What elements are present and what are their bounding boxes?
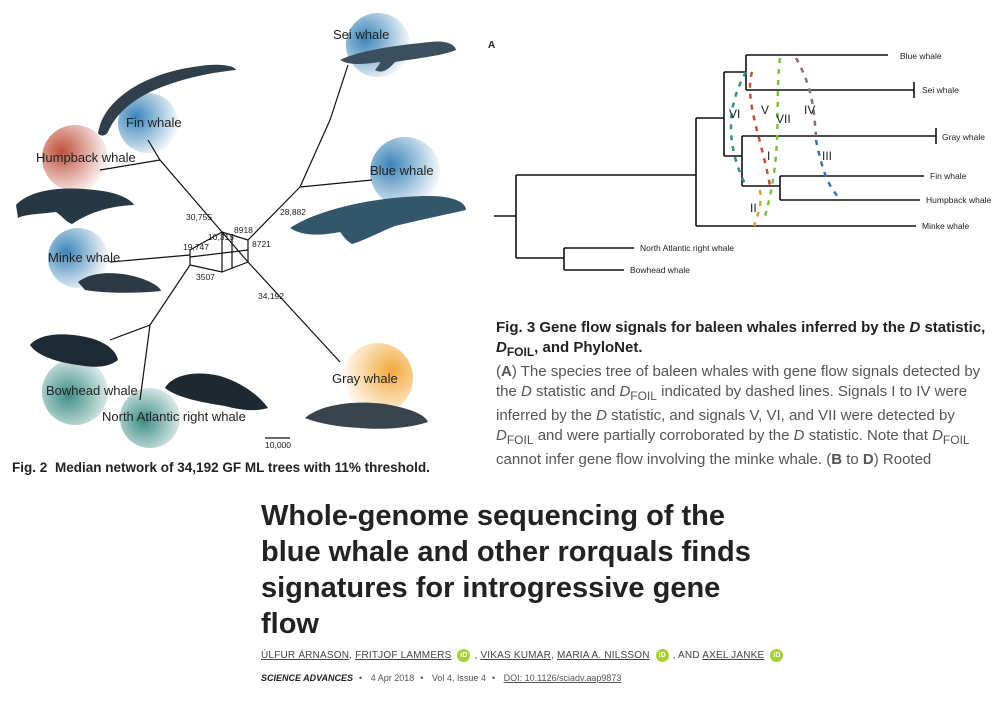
author-link[interactable]: FRITJOF LAMMERS [355,650,452,662]
blue-circle [370,137,440,207]
edge-label: 28,882 [280,207,306,217]
taxon-label: Bowhead whale [630,265,690,275]
taxon-label: Sei whale [922,85,959,95]
whale-silhouettes [16,41,466,429]
signal-VI-label: VI [729,107,740,121]
taxon-label: Gray whale [942,132,985,142]
bowhead-whale-image [30,334,118,367]
tree-branches [494,54,937,271]
sei-label: Sei whale [333,27,389,42]
humpback-label: Humpback whale [36,150,136,165]
taxon-label: Blue whale [900,51,942,61]
article-title[interactable]: Whole-genome sequencing of the blue whal… [261,500,751,640]
signal-VI-line [729,71,748,187]
gray-circle [343,343,413,413]
minke-whale-image [78,273,161,293]
minke-label: Minke whale [48,250,120,265]
doi-link[interactable]: DOI: 10.1126/sciadv.aap9873 [503,673,622,683]
author-link[interactable]: MARIA A. NILSSON [556,650,650,662]
edge-label: 34,192 [258,291,284,301]
signal-V-line [748,71,772,187]
signal-VII-line [762,57,782,221]
edge-label: 8721 [252,239,271,249]
edge-label: 30,755 [186,212,212,222]
narw-circle [120,388,180,448]
volume-issue: Vol 4, Issue 4 [431,673,486,683]
network-edges [99,64,373,439]
orcid-icon[interactable]: iD [655,649,669,662]
author-link[interactable]: VIKAS KUMAR [480,650,551,662]
figure-2-network: Sei whale Fin whale Humpback whale Blue … [16,13,466,450]
blue-whale-image [290,196,466,244]
orcid-icon[interactable]: iD [770,649,784,662]
figure-3-number: Fig. 3 [496,319,536,336]
narw-whale-image [165,373,268,411]
signal-VII-label: VII [776,112,791,126]
figure-2-caption-text: Median network of 34,192 GF ML trees wit… [55,460,430,475]
panel-label: A [488,40,495,51]
figure-2-caption: Fig. 2 Median network of 34,192 GF ML tr… [12,460,430,475]
signal-II-line [752,189,762,227]
bowhead-circle [42,359,108,425]
gray-label: Gray whale [332,371,398,386]
scale-label: 10,000 [265,440,291,450]
pub-date: 4 Apr 2018 [370,673,415,683]
author-link[interactable]: ÚLFUR ÁRNASON [261,650,350,662]
and-word: AND [678,650,700,662]
signal-I-label: I [767,149,770,163]
signal-IV-line [794,57,818,137]
taxon-label: Minke whale [922,221,970,231]
humpback-whale-image [16,188,134,224]
figure-2-number: Fig. 2 [12,460,48,475]
taxon-label: Fin whale [930,171,967,181]
narw-label: North Atlantic right whale [102,409,246,424]
sei-whale-image [340,41,456,72]
edge-label: 3507 [196,272,215,282]
fin-whale-image [98,64,236,136]
gray-whale-image [305,402,428,429]
figure-3-caption: Fig. 3 Gene flow signals for baleen whal… [496,319,986,468]
edge-label: 10,315 [208,232,234,242]
edge-label: 8918 [234,225,253,235]
journal-name[interactable]: SCIENCE ADVANCES [261,673,354,683]
humpback-circle [42,125,108,191]
signal-V-label: V [761,103,769,117]
blue-label: Blue whale [370,163,434,178]
fin-label: Fin whale [126,115,182,130]
signal-II-label: II [750,201,757,215]
author-link[interactable]: AXEL JANKE [702,650,765,662]
taxon-label: North Atlantic right whale [640,243,734,253]
edge-label: 19,747 [183,242,209,252]
signal-III-label: III [822,149,832,163]
author-list: ÚLFUR ÁRNASON, FRITJOF LAMMERS iD, VIKAS… [261,649,787,662]
article-meta: SCIENCE ADVANCES• 4 Apr 2018• Vol 4, Iss… [261,673,622,683]
bowhead-label: Bowhead whale [46,383,138,398]
minke-circle [48,228,108,288]
figure-3-tree: A VI V VII IV [488,40,991,275]
orcid-icon[interactable]: iD [457,649,471,662]
signal-IV-label: IV [804,103,815,117]
fin-circle [118,93,178,153]
gene-flow-signals [729,57,843,227]
taxon-label: Humpback whale [926,195,991,205]
